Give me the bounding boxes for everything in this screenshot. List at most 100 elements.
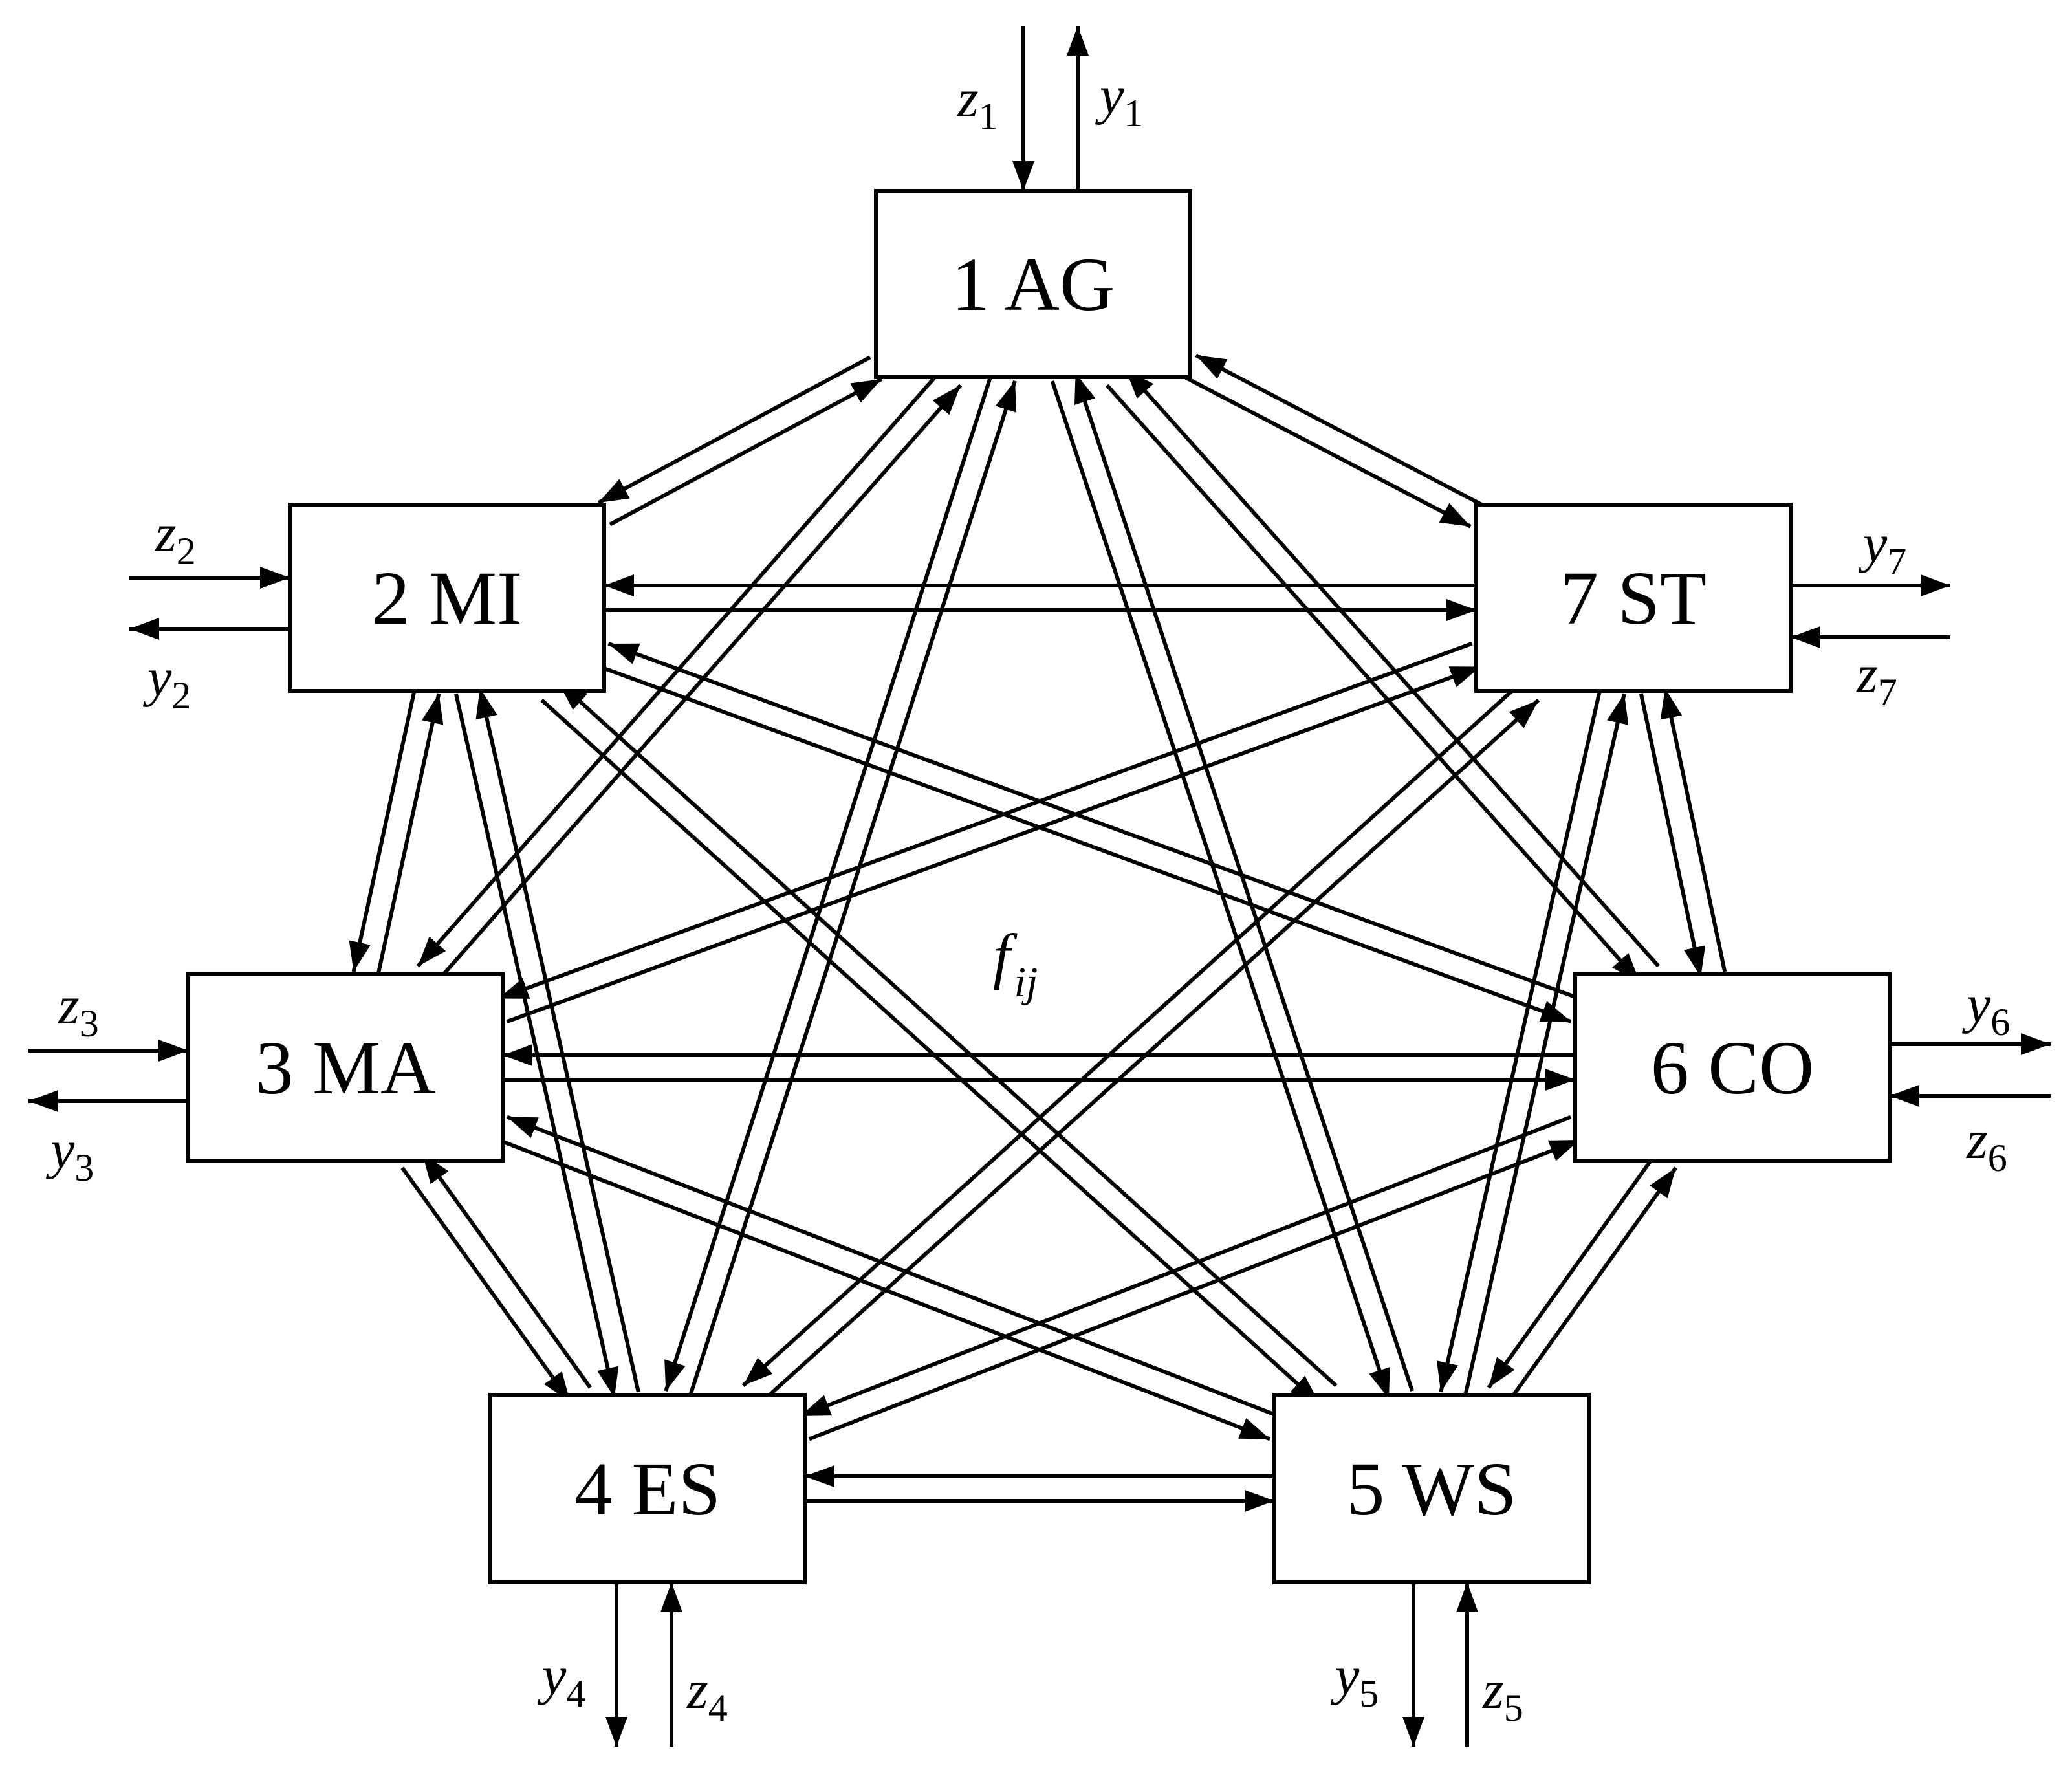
output-5-label: y5 bbox=[1330, 1646, 1379, 1715]
flow-arrow-4-to-6 bbox=[808, 1138, 1580, 1441]
flow-arrow-6-to-1 bbox=[1124, 367, 1660, 968]
output-3-label: y3 bbox=[45, 1120, 94, 1189]
input-symbol: z bbox=[1966, 1110, 1988, 1170]
node-7-label: 7 ST bbox=[1560, 556, 1707, 640]
flow-arrow-3-to-7 bbox=[506, 664, 1481, 1024]
node-7: 7 ST bbox=[1474, 503, 1793, 693]
flow-arrow-7-to-3 bbox=[497, 641, 1473, 1001]
output-2-label: y2 bbox=[142, 648, 191, 717]
flow-arrow-7-to-6 bbox=[1639, 693, 1706, 978]
output-symbol: y bbox=[1330, 1646, 1360, 1706]
flow-arrow-6-to-5 bbox=[1487, 1152, 1658, 1389]
interbranch-flows bbox=[349, 353, 1727, 1512]
input-index: 4 bbox=[708, 1687, 728, 1729]
flow-arrow-2-to-6 bbox=[599, 664, 1572, 1023]
output-index: 5 bbox=[1359, 1672, 1379, 1715]
flow-arrow-6-to-7 bbox=[1660, 688, 1727, 972]
input-index: 3 bbox=[80, 1002, 99, 1045]
output-index: 7 bbox=[1887, 540, 1906, 583]
flow-arrow-1-to-2 bbox=[597, 355, 871, 505]
node-1-label: 1 AG bbox=[952, 242, 1115, 327]
flow-arrow-4-to-7 bbox=[758, 698, 1540, 1406]
flow-arrow-7-to-5 bbox=[1436, 688, 1602, 1393]
flow-arrow-3-to-2 bbox=[375, 693, 444, 978]
output-index: 2 bbox=[171, 674, 191, 717]
flow-arrow-1-to-5 bbox=[1050, 380, 1391, 1399]
flow-arrow-1-to-3 bbox=[416, 367, 944, 968]
node-7-box bbox=[1474, 503, 1793, 693]
output-index: 1 bbox=[1124, 92, 1143, 135]
input-4-label: z4 bbox=[686, 1660, 728, 1729]
node-5-box bbox=[1272, 1393, 1591, 1584]
output-1-label: y1 bbox=[1095, 65, 1143, 135]
node-2: 2 MI bbox=[288, 503, 606, 693]
node-1-box bbox=[874, 189, 1192, 379]
node-2-label: 2 MI bbox=[372, 556, 523, 640]
flow-arrow-1-to-4 bbox=[664, 373, 994, 1392]
input-6-label: z6 bbox=[1966, 1110, 2007, 1179]
input-symbol: z bbox=[155, 503, 177, 563]
node-3: 3 MA bbox=[186, 972, 505, 1163]
node-4: 4 ES bbox=[488, 1393, 807, 1584]
output-symbol: y bbox=[1961, 974, 1991, 1034]
node-6: 6 CO bbox=[1573, 972, 1892, 1163]
input-5-label: z5 bbox=[1482, 1660, 1523, 1729]
flow-arrow-3-to-4 bbox=[400, 1166, 572, 1403]
output-symbol: y bbox=[45, 1120, 75, 1180]
output-symbol: y bbox=[1858, 514, 1888, 574]
flow-arrow-7-to-1 bbox=[1195, 353, 1483, 507]
flow-arrow-5-to-2 bbox=[556, 680, 1338, 1388]
input-symbol: z bbox=[686, 1660, 708, 1720]
output-6-label: y6 bbox=[1961, 974, 2010, 1043]
input-index: 1 bbox=[979, 95, 998, 138]
flow-coefficient-label: fij bbox=[993, 921, 1038, 1006]
input-symbol: z bbox=[1856, 644, 1878, 705]
flow-arrow-4-to-1 bbox=[687, 380, 1017, 1399]
input-index: 7 bbox=[1878, 671, 1897, 714]
flow-arrow-1-to-6 bbox=[1106, 384, 1642, 984]
flow-arrow-2-to-1 bbox=[609, 377, 883, 527]
flow-arrow-1-to-7 bbox=[1183, 375, 1472, 529]
input-2-label: z2 bbox=[155, 503, 196, 573]
node-4-box bbox=[488, 1393, 807, 1584]
flow-coefficient-subscript: ij bbox=[1014, 959, 1038, 1006]
branch-nodes: 1 AG 2 MI 3 MA 4 ES 5 WS 6 CO 7 ST bbox=[186, 189, 1892, 1584]
node-2-box bbox=[288, 503, 606, 693]
flow-arrow-5-to-6 bbox=[1507, 1166, 1678, 1403]
input-1-label: z1 bbox=[957, 69, 998, 138]
node-5-label: 5 WS bbox=[1346, 1447, 1516, 1531]
output-symbol: y bbox=[537, 1646, 567, 1706]
flow-arrow-2-to-4 bbox=[453, 693, 619, 1398]
input-index: 2 bbox=[177, 530, 196, 573]
output-index: 4 bbox=[566, 1672, 585, 1715]
flow-arrow-4-to-2 bbox=[475, 688, 640, 1393]
output-symbol: y bbox=[1095, 65, 1124, 126]
output-4-label: y4 bbox=[537, 1646, 585, 1715]
input-7-label: z7 bbox=[1856, 644, 1897, 714]
flow-arrow-2-to-3 bbox=[349, 688, 417, 972]
output-symbol: y bbox=[142, 648, 172, 708]
output-index: 6 bbox=[1990, 1001, 2010, 1043]
input-index: 5 bbox=[1504, 1687, 1523, 1729]
input-symbol: z bbox=[957, 69, 979, 129]
flow-arrow-2-to-5 bbox=[540, 698, 1321, 1406]
node-3-label: 3 MA bbox=[256, 1025, 436, 1110]
input-symbol: z bbox=[1482, 1660, 1504, 1720]
flow-arrow-5-to-7 bbox=[1463, 693, 1629, 1398]
flow-arrow-6-to-4 bbox=[800, 1115, 1572, 1418]
flow-arrow-5-to-3 bbox=[506, 1115, 1280, 1418]
input-index: 6 bbox=[1988, 1137, 2007, 1179]
flow-arrow-7-to-4 bbox=[741, 680, 1523, 1388]
output-7-label: y7 bbox=[1858, 514, 1906, 583]
node-3-box bbox=[186, 972, 505, 1163]
flow-arrow-4-to-3 bbox=[420, 1152, 592, 1389]
flow-arrow-5-to-1 bbox=[1073, 373, 1414, 1392]
node-6-label: 6 CO bbox=[1651, 1025, 1814, 1110]
node-6-box bbox=[1573, 972, 1892, 1163]
node-5: 5 WS bbox=[1272, 1393, 1591, 1584]
input-3-label: z3 bbox=[58, 976, 99, 1045]
node-1: 1 AG bbox=[874, 189, 1192, 379]
flow-arrow-6-to-2 bbox=[607, 642, 1580, 1001]
